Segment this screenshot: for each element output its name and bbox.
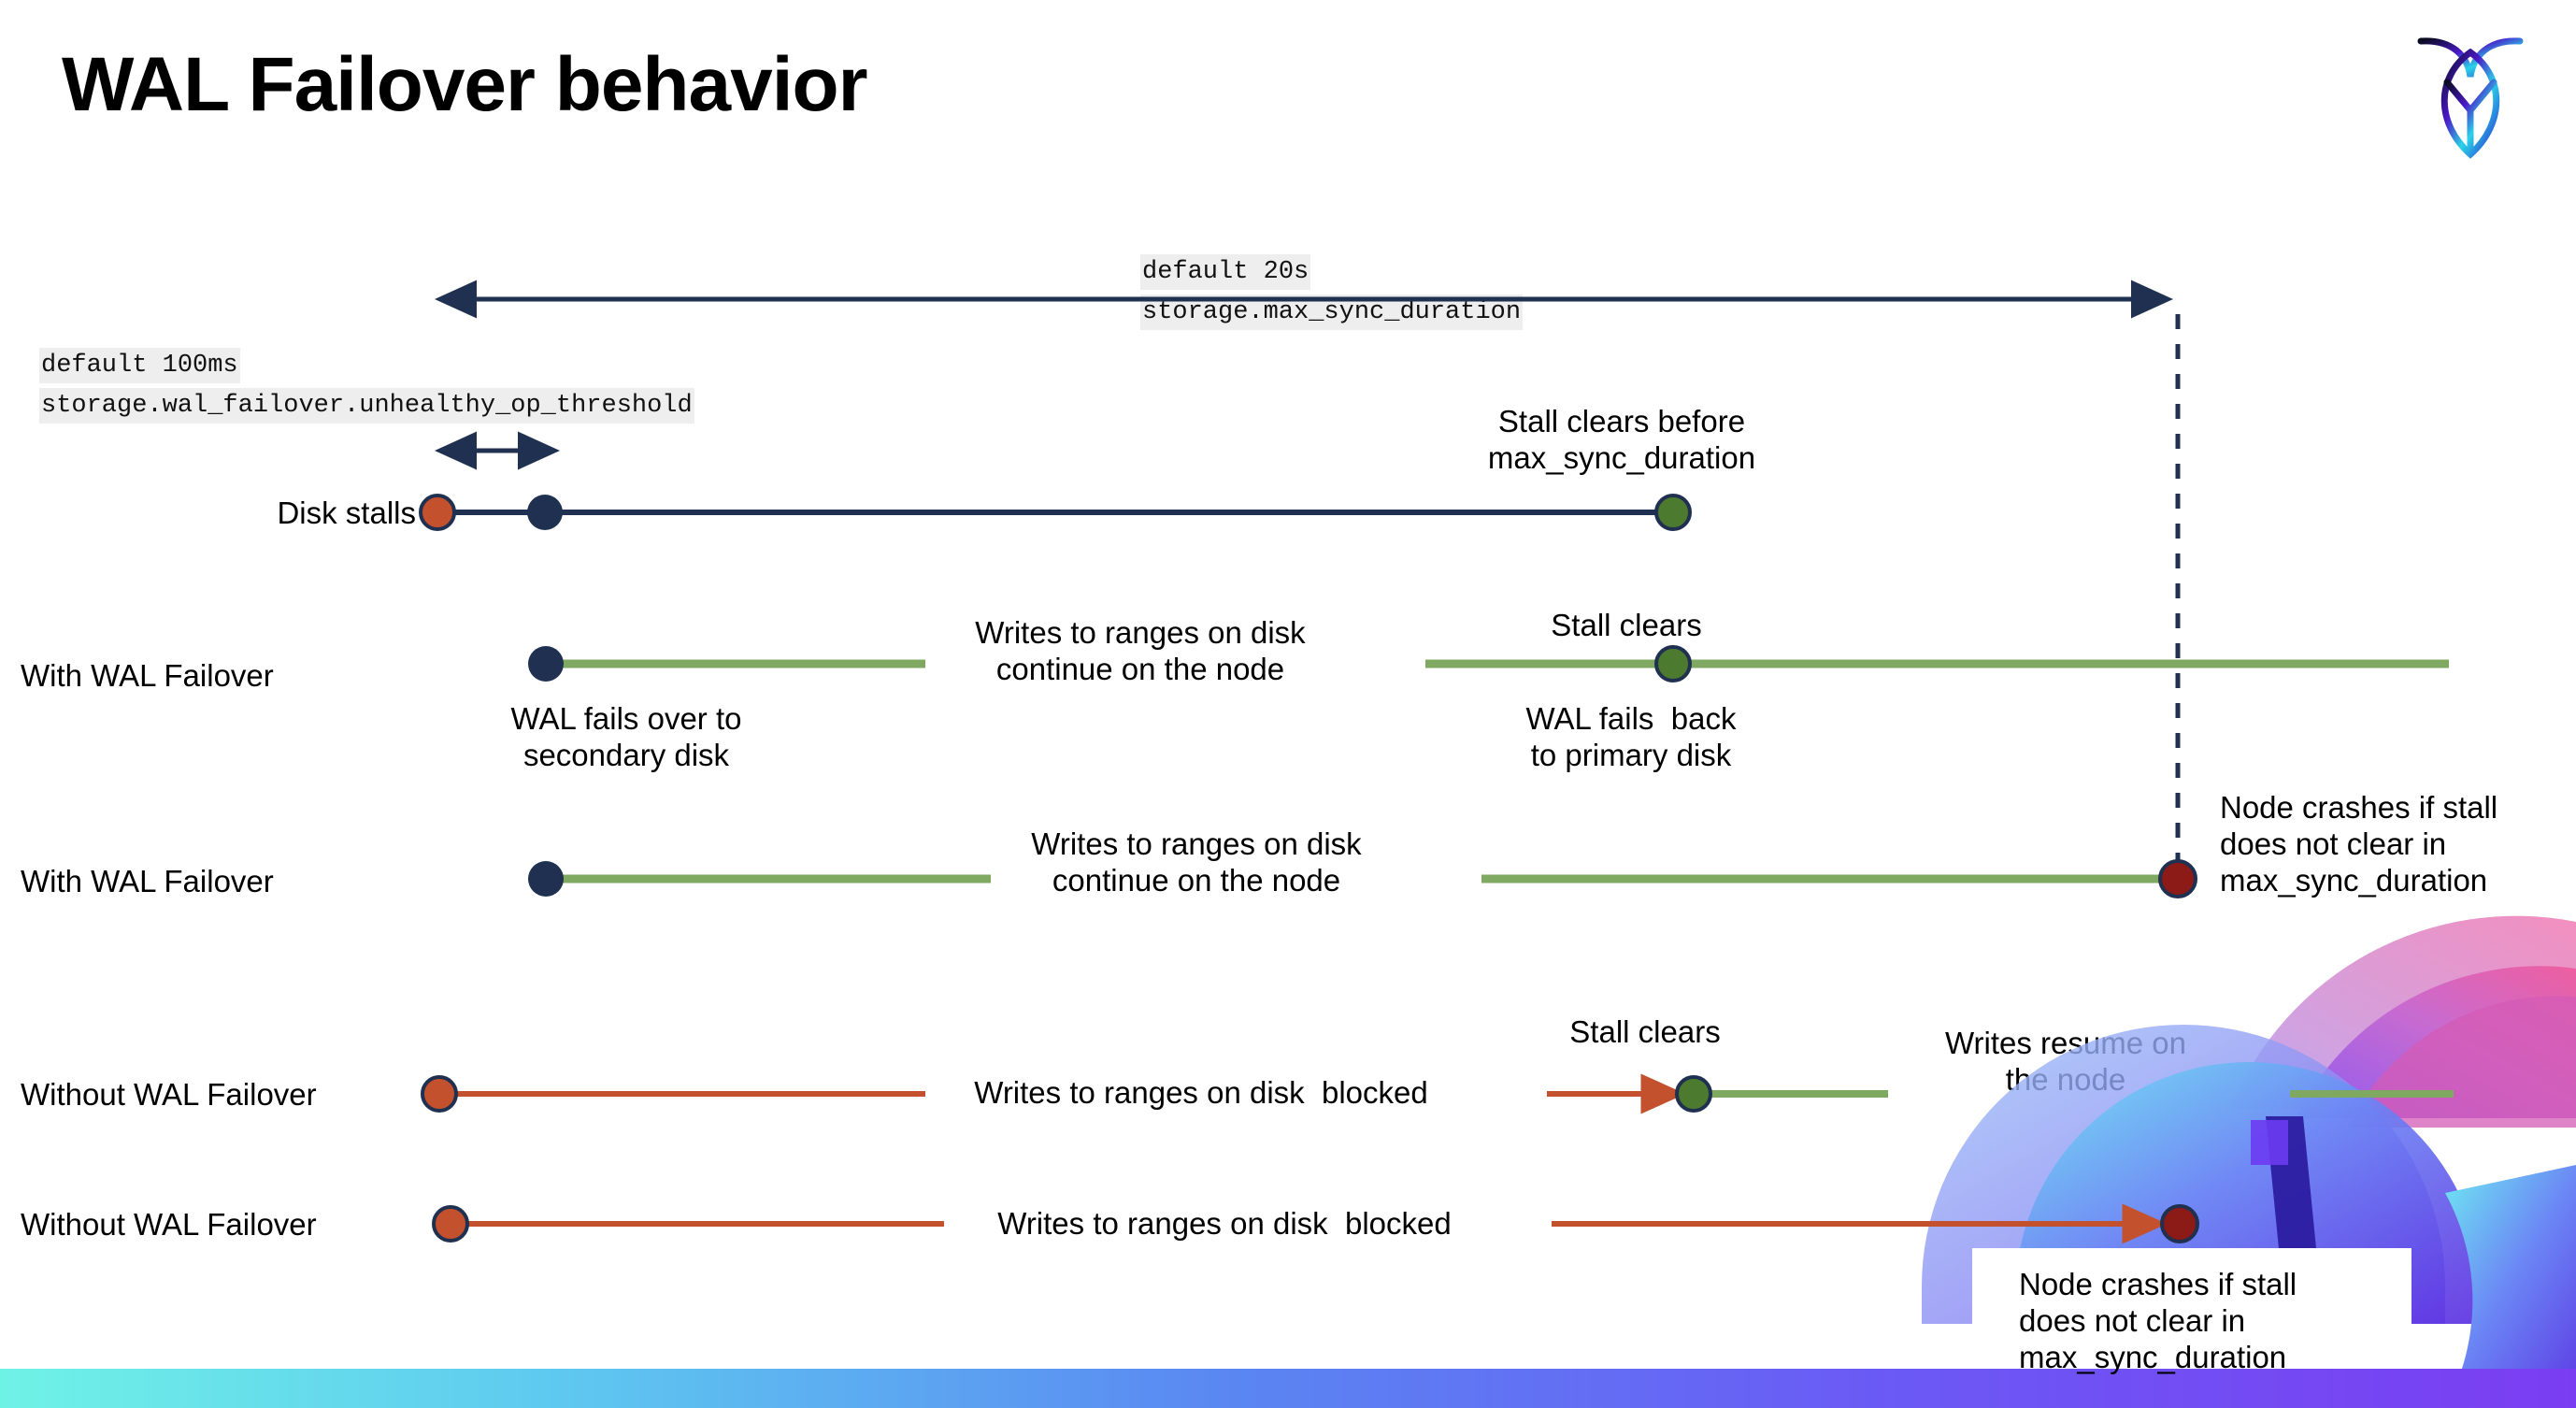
timeline-disk-stalls xyxy=(419,494,1692,531)
code-default-100ms: default 100ms xyxy=(39,348,240,384)
annotation-writes-blocked-2: Writes to ranges on disk blocked xyxy=(997,1206,1452,1241)
marker-navy-dot-failover xyxy=(527,495,563,530)
marker-darkred-dot-node-crash xyxy=(2160,1204,2199,1243)
row-label-without-wal-failover-2: Without WAL Failover xyxy=(21,1207,317,1242)
timeline-with-wal-failover-crash xyxy=(528,859,2197,898)
marker-navy-dot-failover xyxy=(528,861,564,897)
row-label-with-wal-failover-1: With WAL Failover xyxy=(21,658,274,693)
marker-green-dot-stall-clear xyxy=(1654,645,1692,682)
timeline-with-wal-failover-clears xyxy=(528,645,2449,682)
annotation-writes-continue-1: Writes to ranges on disk continue on the… xyxy=(975,615,1306,686)
row-label-without-wal-failover-1: Without WAL Failover xyxy=(21,1077,317,1112)
annotation-stall-clears-2: Stall clears xyxy=(1569,1014,1721,1049)
row-label-with-wal-failover-2: With WAL Failover xyxy=(21,864,274,898)
timeline-without-wal-failover-clears xyxy=(421,1073,2454,1114)
annotation-node-crashes-1: Node crashes if stall does not clear in … xyxy=(2220,790,2498,898)
marker-green-dot-stall-clear xyxy=(1675,1075,1712,1113)
marker-orange-dot-stall-start xyxy=(421,1075,458,1113)
annotation-stall-clears-before: Stall clears before max_sync_duration xyxy=(1487,404,1756,475)
annotation-wal-fails-over: WAL fails over to secondary disk xyxy=(510,701,742,772)
annotation-wal-fails-back: WAL fails back to primary disk xyxy=(1525,701,1737,772)
page-title: WAL Failover behavior xyxy=(62,42,868,127)
cockroachdb-logo xyxy=(2410,21,2531,161)
annotation-writes-continue-2: Writes to ranges on disk continue on the… xyxy=(1031,826,1362,898)
timeline-without-wal-failover-crash xyxy=(432,1203,2199,1244)
annotation-node-crashes-2: Node crashes if stall does not clear in … xyxy=(2019,1267,2297,1374)
marker-green-dot-stall-clear xyxy=(1654,494,1692,531)
marker-darkred-dot-node-crash xyxy=(2158,859,2197,898)
annotation-stall-clears-1: Stall clears xyxy=(1551,608,1702,642)
row-label-disk-stalls: Disk stalls xyxy=(277,496,416,530)
annotation-writes-blocked-1: Writes to ranges on disk blocked xyxy=(974,1075,1428,1110)
marker-orange-dot-stall-start xyxy=(419,494,456,531)
marker-navy-dot-failover xyxy=(528,646,564,682)
code-unhealthy-op-threshold: storage.wal_failover.unhealthy_op_thresh… xyxy=(39,388,694,424)
bottom-gradient-bar xyxy=(0,1369,2576,1408)
marker-orange-dot-stall-start xyxy=(432,1205,469,1243)
